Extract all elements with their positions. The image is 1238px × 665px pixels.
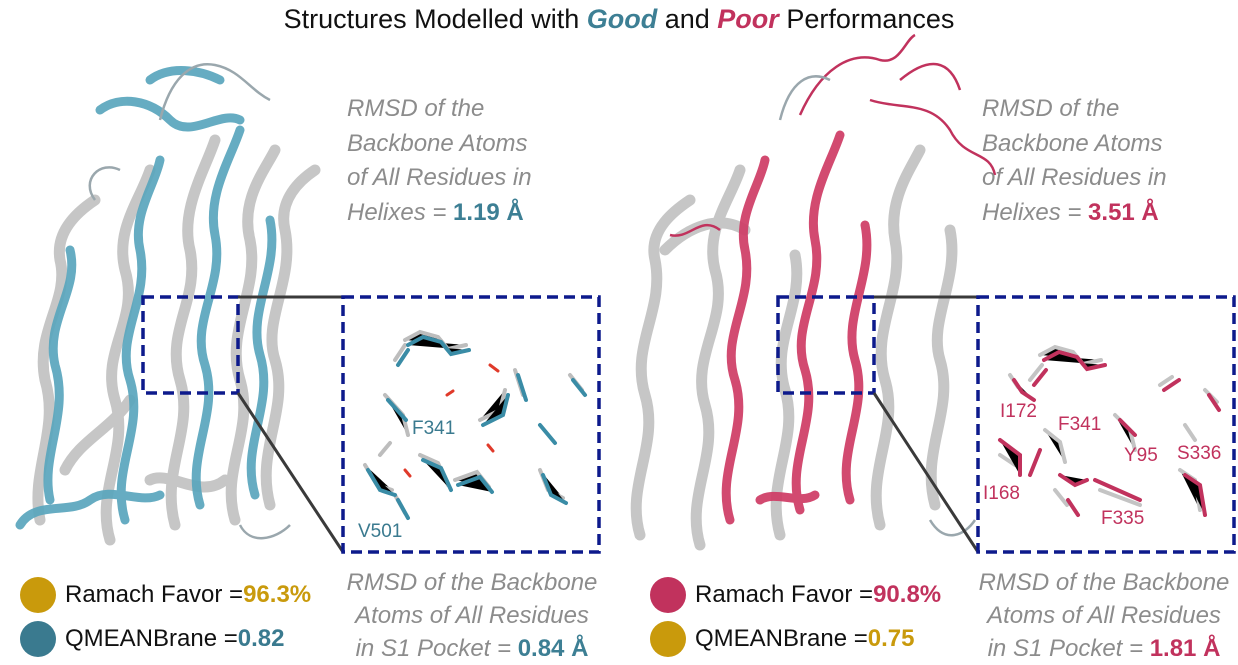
right-pocket-rmsd-line2: Atoms of All Residues (987, 602, 1221, 629)
right-pocket-residues (998, 344, 1221, 517)
left-pocket-rmsd-line3: in S1 Pocket = (355, 635, 518, 662)
right-ramach-value: 90.8% (873, 581, 942, 608)
right-residue-label-f341: F341 (1058, 414, 1101, 435)
left-helix-rmsd-text: RMSD of the Backbone Atoms of All Residu… (347, 92, 532, 230)
figure-title: Structures Modelled with Good and Poor P… (0, 4, 1238, 35)
left-pocket-rmsd-line1: RMSD of the Backbone (346, 569, 598, 596)
title-middle: and (657, 4, 718, 34)
left-pocket-rmsd-value: 0.84 Å (517, 635, 589, 662)
left-helix-rmsd-line1: RMSD of the (347, 95, 485, 122)
title-prefix: Structures Modelled with (283, 4, 587, 34)
left-protein-structure: F341 V501 (15, 63, 601, 554)
right-qmean-label: QMEANBrane = (695, 625, 868, 652)
right-helix-rmsd-text: RMSD of the Backbone Atoms of All Residu… (982, 92, 1167, 230)
right-helix-rmsd-value: 3.51 Å (1088, 198, 1159, 226)
right-helix-rmsd-line2: Backbone Atoms (982, 129, 1163, 157)
title-good: Good (586, 4, 658, 34)
left-residue-label-v501: V501 (358, 521, 402, 542)
right-small-dashed-box (776, 295, 876, 395)
left-legend-qmean: QMEANBrane = 0.82 (20, 621, 284, 657)
left-helix-rmsd-line4: Helixes = (347, 198, 454, 226)
right-qmean-value: 0.75 (867, 625, 915, 652)
left-pocket-zoom-box (341, 295, 601, 554)
left-residue-label-f341: F341 (412, 418, 455, 439)
left-ramach-label: Ramach Favor = (65, 581, 244, 608)
left-helix-rmsd-line3: of All Residues in (347, 164, 532, 191)
right-residue-label-s336: S336 (1177, 443, 1221, 464)
red-circle-icon (650, 577, 686, 613)
right-helix-rmsd-line3: of All Residues in (982, 164, 1167, 191)
left-pocket-rmsd-text: RMSD of the Backbone Atoms of All Residu… (338, 566, 606, 665)
right-residue-label-y95: Y95 (1124, 445, 1158, 466)
left-qmean-value: 0.82 (237, 625, 285, 652)
title-poor: Poor (717, 4, 779, 34)
gold-circle-icon (20, 577, 56, 613)
left-helix-rmsd-value: 1.19 Å (453, 198, 524, 226)
left-ramach-value: 96.3% (243, 581, 312, 608)
right-residue-label-i168: I168 (983, 483, 1020, 504)
gold-circle-icon (650, 621, 686, 657)
right-pocket-rmsd-line1: RMSD of the Backbone (978, 569, 1230, 596)
right-pocket-rmsd-line3: in S1 Pocket = (987, 635, 1150, 662)
left-helix-rmsd-line2: Backbone Atoms (347, 129, 528, 157)
left-qmean-label: QMEANBrane = (65, 625, 238, 652)
teal-circle-icon (20, 621, 56, 657)
right-pocket-rmsd-value: 1.81 Å (1149, 635, 1221, 662)
right-protein-structure: I172 F341 Y95 S336 I168 F335 (630, 33, 1236, 554)
right-pocket-rmsd-text: RMSD of the Backbone Atoms of All Residu… (970, 566, 1238, 665)
right-pocket-zoom-box (976, 295, 1236, 554)
right-residue-label-f335: F335 (1101, 508, 1144, 529)
title-suffix: Performances (778, 4, 955, 34)
right-ramach-label: Ramach Favor = (695, 581, 874, 608)
left-small-dashed-box (141, 295, 240, 395)
right-legend-qmean: QMEANBrane = 0.75 (650, 621, 914, 657)
left-legend-ramach: Ramach Favor = 96.3% (20, 577, 311, 613)
right-residue-label-i172: I172 (1000, 401, 1037, 422)
right-legend-ramach: Ramach Favor = 90.8% (650, 577, 941, 613)
right-helix-rmsd-line4: Helixes = (982, 198, 1089, 226)
left-pocket-residues (363, 329, 587, 520)
left-pocket-rmsd-line2: Atoms of All Residues (355, 602, 589, 629)
right-helix-rmsd-line1: RMSD of the (982, 95, 1120, 122)
